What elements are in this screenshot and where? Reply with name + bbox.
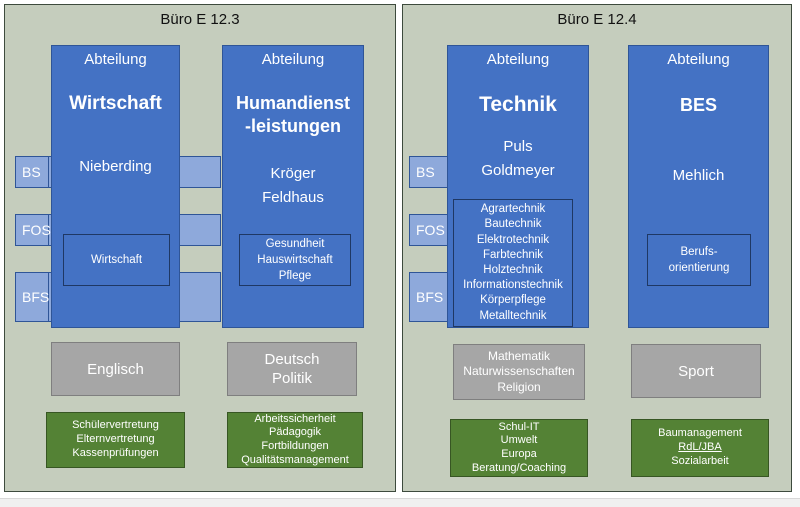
department-name: Wirtschaft <box>69 93 162 114</box>
department-name: BES <box>679 95 717 115</box>
office-title: Büro E 12.3 <box>160 11 240 28</box>
department-heads: Nieberding <box>79 158 152 175</box>
department-wirtschaft: Abteilung Wirtschaft Nieberding Wirtscha… <box>51 45 180 328</box>
office-e12-3: Büro E 12.3 BS FOS BFS Abteilung Wirtsch… <box>4 4 396 492</box>
department-name: Humandienst -leistungen <box>235 93 350 136</box>
department-name: Technik <box>479 93 557 116</box>
task-box-baumanagement: Baumanagement RdL/JBA Sozialarbeit <box>631 419 769 477</box>
department-bes: Abteilung BES Mehlich Berufs- orientieru… <box>628 45 769 328</box>
department-humandienstleistungen: Abteilung Humandienst -leistungen Kröger… <box>222 45 364 328</box>
department-label: Abteilung <box>261 51 325 68</box>
department-technik: Abteilung Technik Puls Goldmeyer Agrarte… <box>447 45 589 328</box>
task-box-schul-it: Schul-IT Umwelt Europa Beratung/Coaching <box>450 419 588 477</box>
department-subjects: Gesundheit Hauswirtschaft Pflege <box>239 234 351 286</box>
office-e12-4: Büro E 12.4 BS FOS BFS Abteilung Technik… <box>402 4 792 492</box>
department-heads: Mehlich <box>672 167 725 184</box>
department-subjects: Agrartechnik Bautechnik Elektrotechnik F… <box>453 199 573 327</box>
row-label-fos: FOS <box>409 214 449 246</box>
department-heads: Kröger Feldhaus <box>262 165 324 206</box>
subject-box-sport: Sport <box>631 344 761 398</box>
department-label: Abteilung <box>486 51 550 68</box>
department-heads: Puls Goldmeyer <box>481 138 555 179</box>
row-label-bfs: BFS <box>15 272 49 322</box>
department-label: Abteilung <box>84 51 147 68</box>
task-box-schuelervertretung: Schülervertretung Elternvertretung Kasse… <box>46 412 185 468</box>
row-label-bs: BS <box>409 156 449 188</box>
row-label-fos: FOS <box>15 214 51 246</box>
subject-box-deutsch-politik: Deutsch Politik <box>227 342 357 396</box>
row-label-bfs: BFS <box>409 272 449 322</box>
subject-box-mathematik: Mathematik Naturwissenschaften Religion <box>453 344 585 400</box>
task-box-arbeitssicherheit: Arbeitssicherheit Pädagogik Fortbildunge… <box>227 412 363 468</box>
subject-box-englisch: Englisch <box>51 342 180 396</box>
rdl-jba-link: RdL/JBA <box>678 441 722 454</box>
department-label: Abteilung <box>667 51 730 68</box>
row-label-bs: BS <box>15 156 49 188</box>
office-title: Büro E 12.4 <box>557 11 637 28</box>
department-subjects: Wirtschaft <box>63 234 170 286</box>
department-subjects: Berufs- orientierung <box>647 234 751 286</box>
bottom-bar <box>0 498 800 507</box>
